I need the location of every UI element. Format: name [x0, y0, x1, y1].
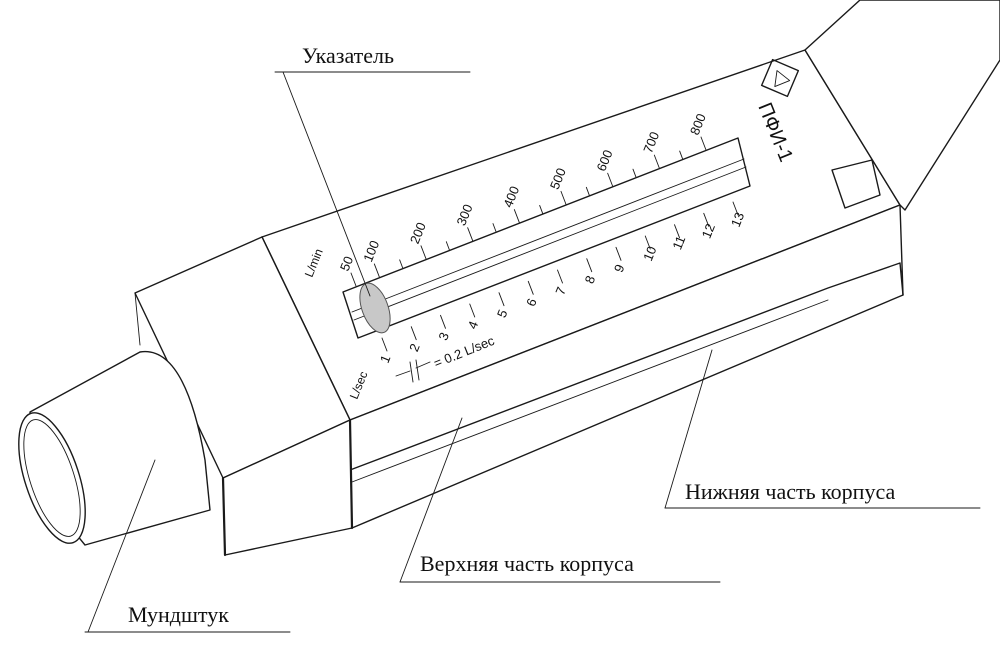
lpm-tick — [373, 263, 380, 278]
collar-back-edge — [134, 292, 141, 346]
mouthpiece-leader — [87, 459, 156, 633]
lpm-tick — [700, 136, 707, 151]
logo-mark — [760, 58, 800, 98]
body-groove-line — [351, 299, 829, 483]
lpm-minor-tick — [399, 259, 404, 269]
flow-pointer[interactable] — [354, 279, 396, 337]
lower-body-callout: Нижняя часть корпуса — [685, 479, 895, 504]
upper-body-callout: Верхняя часть корпуса — [420, 551, 634, 576]
lpm-minor-tick — [585, 186, 590, 196]
lpm-tick-label: 50 — [337, 254, 356, 273]
lps-tick — [381, 337, 388, 352]
lps-tick-label: 11 — [669, 234, 688, 252]
body-notch — [831, 159, 881, 209]
scale-window-track-2 — [353, 166, 747, 321]
body-end-face — [804, 0, 1000, 211]
lps-tick — [410, 326, 417, 341]
lpm-minor-tick — [492, 223, 497, 233]
lps-tick — [674, 224, 680, 239]
body-seam-line — [349, 262, 904, 471]
lps-tick — [586, 258, 593, 273]
scale-window — [342, 137, 751, 339]
mouthpiece-opening — [18, 412, 86, 544]
lpm-tick — [513, 209, 520, 223]
lps-tick — [703, 212, 710, 227]
scale-window-track-1 — [351, 158, 745, 313]
lps-tick — [615, 246, 622, 261]
lpm-minor-tick — [679, 150, 684, 160]
lpm-tick — [607, 172, 614, 187]
lps-tick — [498, 292, 505, 307]
mouthpiece-opening-rim — [23, 419, 81, 537]
mouthpiece-callout: Мундштук — [128, 602, 229, 627]
lpm-tick — [560, 190, 567, 205]
collar-side-edge — [221, 476, 227, 557]
lps-tick — [732, 201, 739, 216]
division-bracket-left — [395, 370, 411, 377]
division-bracket-right — [415, 361, 431, 369]
lpm-tick — [420, 245, 427, 260]
lps-tick — [469, 303, 476, 318]
upper-body-leader — [399, 417, 463, 583]
lps-tick — [527, 280, 534, 295]
collar-front-edge — [348, 418, 354, 530]
lower-body-leader — [664, 349, 713, 509]
lpm-tick — [653, 154, 660, 169]
pointer-callout: Указатель — [302, 43, 394, 68]
lpm-minor-tick — [632, 168, 637, 178]
lps-tick — [440, 314, 446, 329]
lps-tick — [557, 269, 563, 284]
pointer-leader — [282, 71, 371, 297]
lpm-minor-tick — [445, 241, 450, 251]
lps-tick-label: 13 — [728, 210, 747, 229]
lpm-tick — [467, 227, 474, 242]
lps-tick — [644, 235, 651, 250]
lpm-minor-tick — [539, 205, 544, 214]
lps-tick-label: 12 — [699, 221, 718, 240]
division-mark-b — [415, 359, 420, 381]
lpm-tick — [350, 272, 357, 287]
lps-tick-label: 10 — [640, 244, 659, 263]
division-mark-a — [409, 361, 414, 383]
